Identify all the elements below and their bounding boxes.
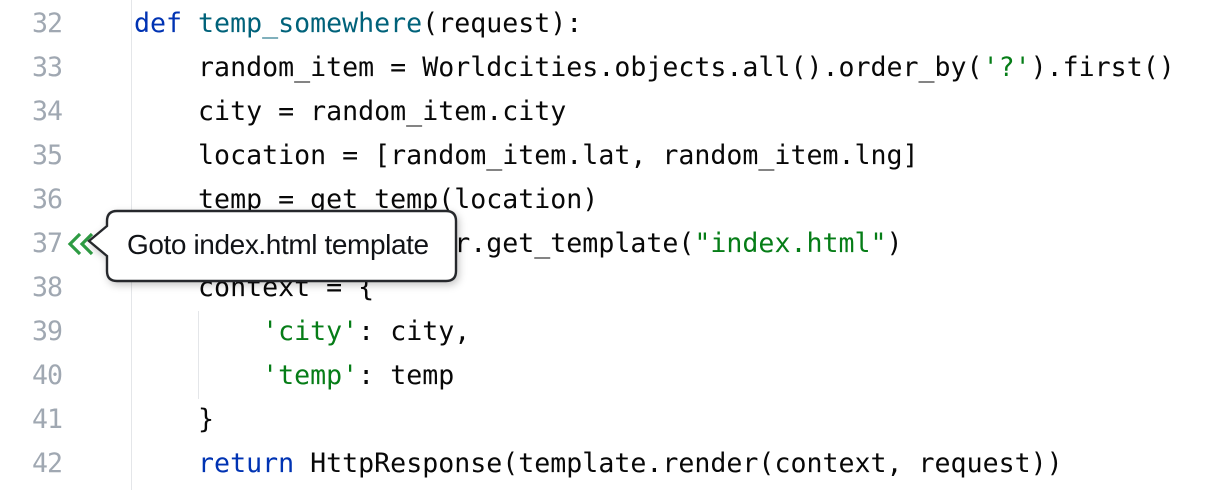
code-line[interactable]: 34 city = random_item.city xyxy=(0,90,1232,134)
line-number: 39 xyxy=(31,316,63,347)
code-text: city = random_item.city xyxy=(134,96,567,127)
code-text: 'temp': temp xyxy=(262,360,455,391)
indent-guide xyxy=(198,311,199,399)
line-number: 41 xyxy=(31,404,63,435)
line-number: 34 xyxy=(31,96,63,127)
code-text: 'city': city, xyxy=(262,316,471,347)
code-line[interactable]: 40 'temp': temp xyxy=(0,354,1232,398)
line-number: 35 xyxy=(31,140,63,171)
tooltip-balloon xyxy=(87,209,458,283)
line-number: 40 xyxy=(31,360,63,391)
code-line[interactable]: 32 def temp_somewhere(request): xyxy=(0,2,1232,46)
code-line[interactable]: 35 location = [random_item.lat, random_i… xyxy=(0,134,1232,178)
code-text: location = [random_item.lat, random_item… xyxy=(134,140,919,171)
tooltip-text: Goto index.html template xyxy=(127,229,429,260)
goto-template-icon[interactable] xyxy=(66,231,98,257)
code-line[interactable]: 42 return HttpResponse(template.render(c… xyxy=(0,442,1232,486)
line-number: 37 xyxy=(31,228,63,259)
code-text: } xyxy=(134,404,215,435)
line-number: 36 xyxy=(31,184,63,215)
code-line[interactable]: 33 random_item = Worldcities.objects.all… xyxy=(0,46,1232,90)
goto-template-tooltip[interactable]: Goto index.html template xyxy=(80,200,475,292)
code-text: random_item = Worldcities.objects.all().… xyxy=(134,52,1175,83)
line-number: 38 xyxy=(31,272,63,303)
code-text: def temp_somewhere(request): xyxy=(134,8,583,39)
line-number: 32 xyxy=(31,8,63,39)
line-number: 33 xyxy=(31,52,63,83)
code-line[interactable]: 39 'city': city, xyxy=(0,310,1232,354)
code-text: return HttpResponse(template.render(cont… xyxy=(198,448,1063,479)
line-number: 42 xyxy=(31,448,63,479)
code-line[interactable]: 41 } xyxy=(0,398,1232,442)
